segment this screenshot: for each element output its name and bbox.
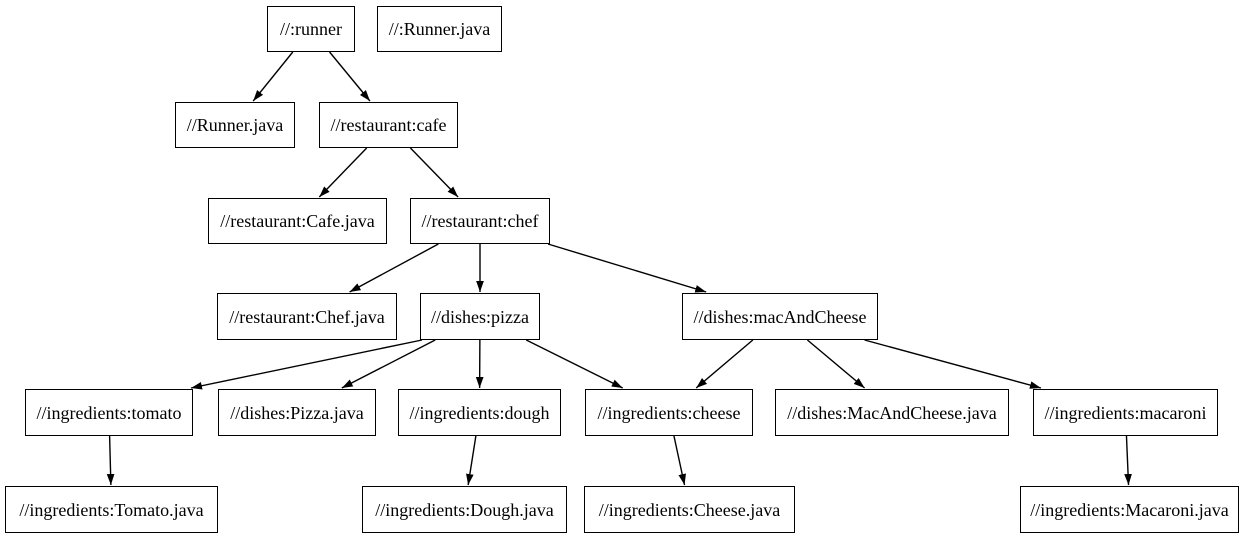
edge-cafe-to-chef (409, 147, 459, 198)
edge-mac_and_cheese-to-cheese (695, 339, 754, 389)
graph-node-runner: //:runner (267, 6, 355, 52)
edge-dough-to-dough_java (466, 435, 477, 486)
graph-node-tomato: //ingredients:tomato (25, 389, 193, 436)
graph-node-mac_and_cheese_java: //dishes:MacAndCheese.java (775, 389, 1009, 436)
graph-node-cafe: //restaurant:cafe (319, 102, 458, 148)
edge-tomato-to-tomato_java (106, 435, 115, 486)
edge-runner-to-cafe (329, 51, 371, 102)
graph-node-chef_java: //restaurant:Chef.java (217, 293, 397, 340)
graph-node-mac_and_cheese: //dishes:macAndCheese (682, 293, 878, 340)
edge-mac_and_cheese-to-mac_and_cheese_java (806, 339, 866, 389)
graph-node-macaroni: //ingredients:macaroni (1033, 389, 1218, 436)
graph-node-cheese: //ingredients:cheese (585, 389, 753, 436)
graph-node-pizza: //dishes:pizza (420, 293, 540, 340)
graph-node-tomato_java: //ingredients:Tomato.java (5, 486, 218, 533)
graph-node-dough: //ingredients:dough (398, 389, 561, 436)
graph-node-runner_java_target: //:Runner.java (377, 6, 502, 52)
graph-node-dough_java: //ingredients:Dough.java (362, 486, 567, 533)
graph-node-cafe_java: //restaurant:Cafe.java (208, 198, 387, 244)
edge-mac_and_cheese-to-macaroni (864, 339, 1042, 389)
graph-node-cheese_java: //ingredients:Cheese.java (584, 486, 795, 533)
edge-chef-to-chef_java (349, 243, 439, 293)
edge-pizza-to-pizza_java (341, 339, 436, 389)
edge-cheese-to-cheese_java (673, 435, 686, 486)
edge-pizza-to-tomato (190, 339, 423, 390)
edge-pizza-to-cheese (525, 339, 624, 389)
graph-node-runner_java: //Runner.java (175, 102, 295, 148)
edge-chef-to-mac_and_cheese (547, 243, 707, 293)
graph-node-macaroni_java: //ingredients:Macaroni.java (1020, 486, 1239, 533)
edge-macaroni-to-macaroni_java (1124, 435, 1132, 486)
graph-node-pizza_java: //dishes:Pizza.java (218, 389, 376, 436)
edge-cafe-to-cafe_java (318, 147, 368, 198)
graph-node-chef: //restaurant:chef (410, 198, 550, 244)
edge-runner-to-runner_java (252, 51, 294, 102)
